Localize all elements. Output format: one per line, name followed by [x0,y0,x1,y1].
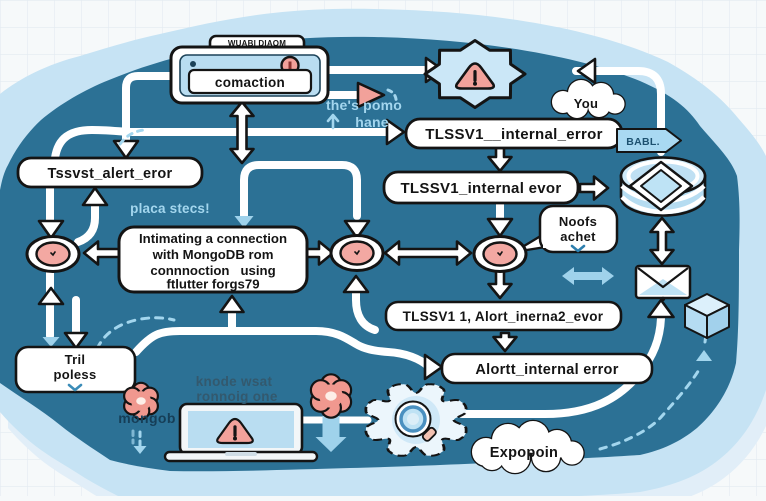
svg-text:Tril: Tril [65,352,86,367]
svg-text:TLSSV1__internal_error: TLSSV1__internal_error [425,126,603,143]
svg-text:hane: hane [355,114,388,130]
svg-text:Noofs: Noofs [559,214,597,229]
svg-text:BABL.: BABL. [626,136,660,148]
svg-text:connnoction using: connnoction using [150,263,275,278]
svg-text:with MongoDB rom: with MongoDB rom [152,247,274,262]
svg-text:TLSSV1_internal evor: TLSSV1_internal evor [400,180,561,197]
svg-text:poless: poless [54,367,97,382]
svg-text:ftlutter forgs79: ftlutter forgs79 [166,277,259,292]
svg-text:the's pomo: the's pomo [326,97,402,113]
svg-text:achet: achet [560,229,596,244]
svg-text:knode wsat: knode wsat [196,374,273,389]
svg-text:WUABI DIAOM: WUABI DIAOM [228,39,286,48]
svg-text:mongob: mongob [118,410,176,426]
svg-text:Tssvst_alert_eror: Tssvst_alert_eror [48,166,173,182]
svg-text:placa stecs!: placa stecs! [130,201,210,216]
svg-text:You: You [574,96,599,111]
svg-text:ronnoig one: ronnoig one [196,389,277,404]
svg-text:Expopoin: Expopoin [490,445,558,461]
svg-text:comaction: comaction [215,75,285,90]
svg-text:TLSSV1 1, Alort_inerna2_evor: TLSSV1 1, Alort_inerna2_evor [403,309,604,324]
svg-text:Intimating a connection: Intimating a connection [139,231,287,246]
svg-text:Alortt_internal error: Alortt_internal error [475,362,618,378]
